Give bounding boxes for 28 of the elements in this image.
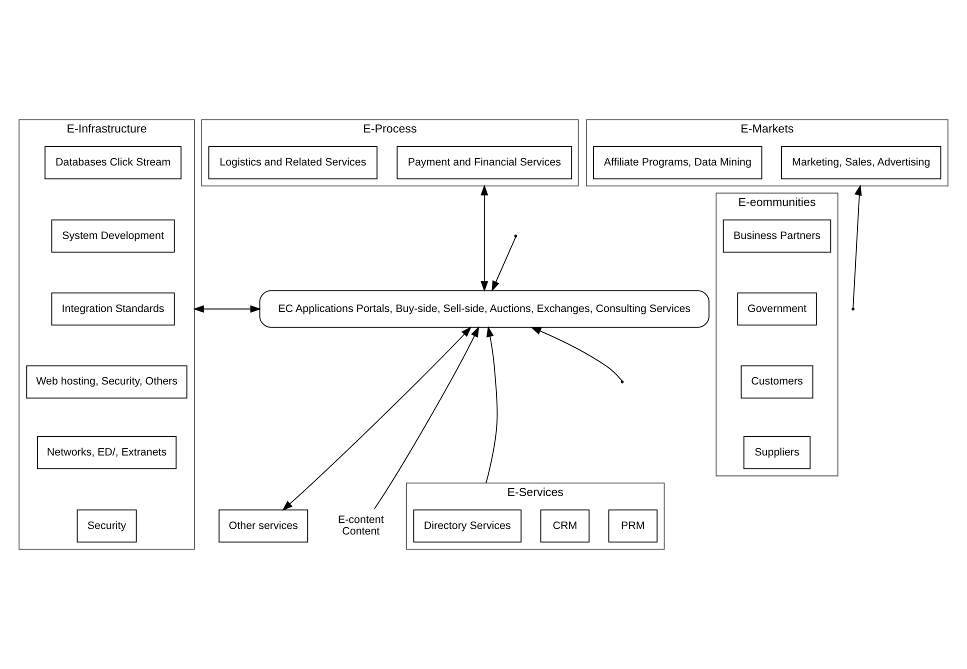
node-box: Business Partners [722, 220, 832, 253]
node-text: E-content Content [338, 514, 384, 538]
arrow [480, 184, 488, 292]
node-box: Payment and Financial Services [396, 146, 572, 180]
node-box: Customers [740, 365, 814, 398]
node-box: PRM [608, 509, 658, 543]
arrow [486, 326, 498, 484]
arrow [530, 326, 623, 382]
node-box: Databases Click Stream [44, 146, 182, 180]
node-box: Web hosting, Security, Others [26, 365, 188, 398]
node-box: Other services [218, 509, 308, 543]
node-box: Logistics and Related Services [208, 146, 378, 180]
node-box: Security [76, 509, 137, 543]
arrow [492, 236, 516, 292]
arrow [374, 326, 480, 510]
node-box: EC Applications Portals, Buy-side, Sell-side, Auctions, Exchanges, Consulting Services [259, 290, 710, 328]
node-box: System Development [51, 220, 175, 253]
node-box: Networks, ED/, Extranets [36, 436, 177, 470]
arrow [282, 326, 472, 511]
node-box: Suppliers [743, 436, 811, 470]
node-box: Government [737, 292, 817, 326]
arrow [193, 305, 262, 313]
node-box: Integration Standards [51, 292, 175, 326]
node-box: CRM [540, 509, 590, 543]
node-box: Directory Services [413, 509, 522, 543]
node-box: Marketing, Sales, Advertising [781, 146, 942, 180]
node-box: Affiliate Programs, Data Mining [593, 146, 762, 180]
arrow [852, 184, 862, 308]
